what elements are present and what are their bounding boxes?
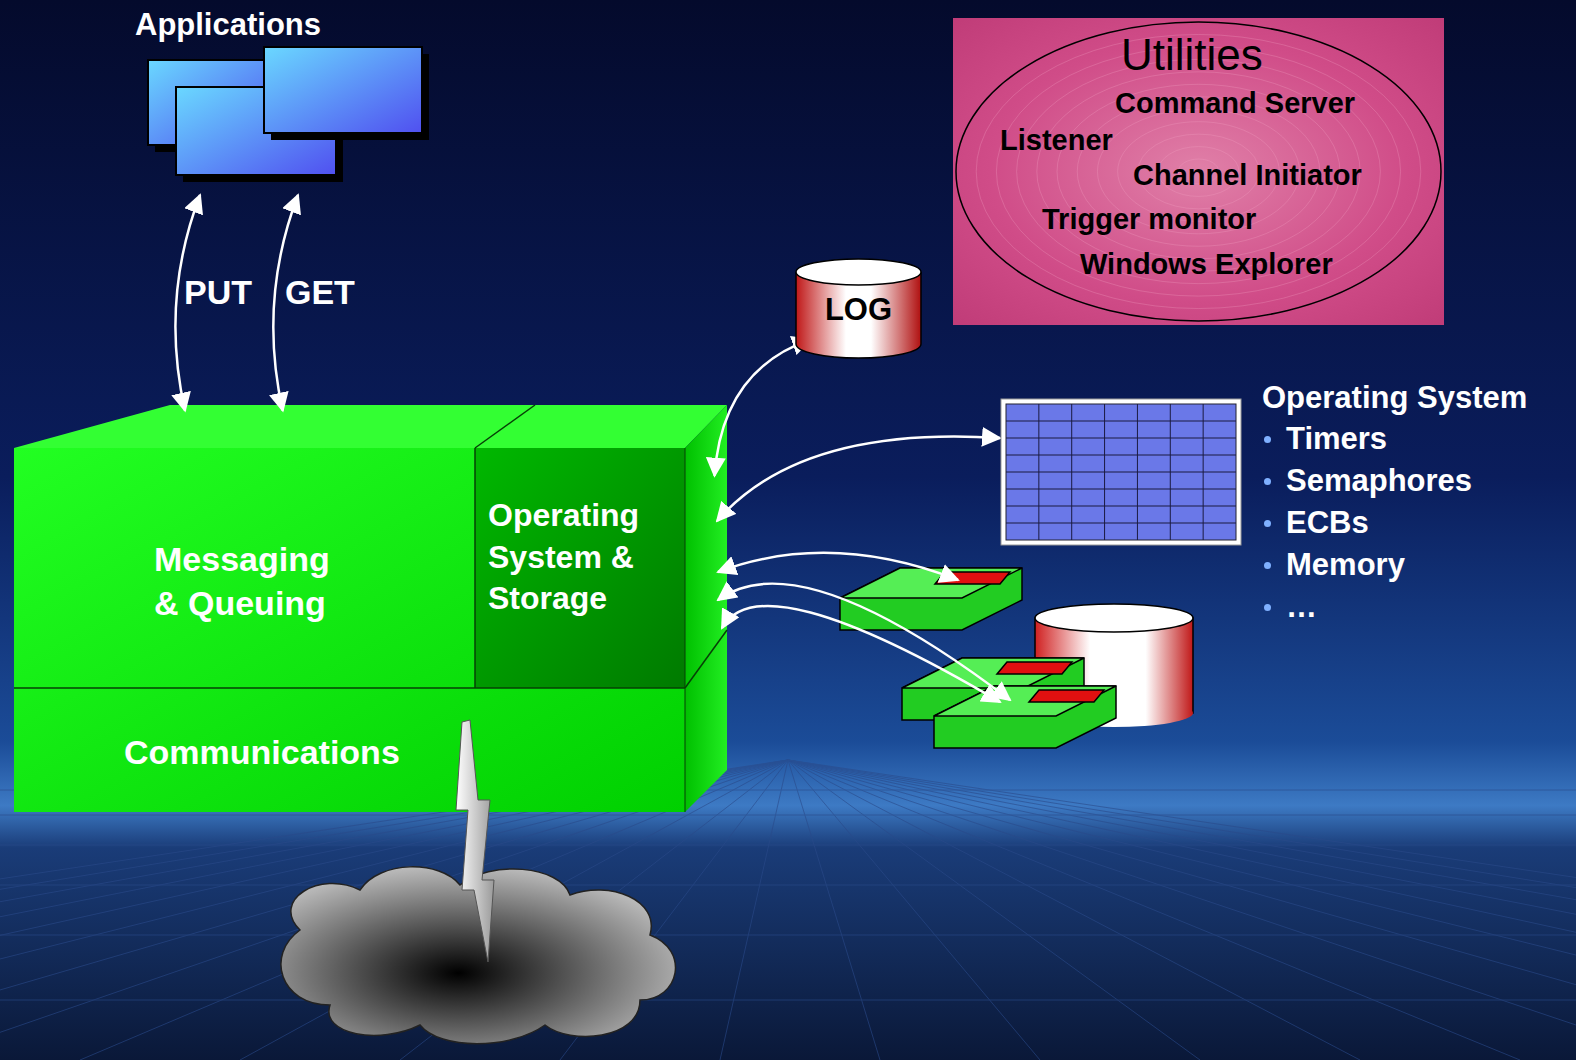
node-label: Operating System & Storage [488,495,663,620]
bullet-dot [1264,604,1271,611]
messaging-box: Messaging & Queuing [14,405,475,688]
node-label: Communications [124,730,400,774]
list-item: Listener [1000,122,1113,160]
grid-table [1000,398,1242,548]
list-item: Timers [1286,419,1387,459]
edge-label: PUT [184,270,252,314]
applications-group: Applications [130,5,440,195]
list-item: Semaphores [1286,461,1472,501]
list-item: Memory [1286,545,1405,585]
list-item: Channel Initiator [1133,157,1362,195]
node-label: Operating System [1262,378,1527,418]
connector-arrow [717,436,1000,521]
list-item: ECBs [1286,503,1369,543]
bullet-dot [1264,436,1271,443]
log-cylinder: LOG [795,258,922,360]
bullet-dot [1264,520,1271,527]
list-item: … [1286,587,1317,627]
utilities-ellipse: UtilitiesCommand ServerListenerChannel I… [953,18,1444,325]
bullet-dot [1264,562,1271,569]
communications-band: Communications [14,688,685,812]
node-label: Utilities [1121,26,1263,83]
group-heading: Applications [135,5,321,45]
connector-arrow [715,340,811,476]
os-resource-table: Operating SystemTimersSemaphoresECBsMemo… [1000,378,1566,628]
os-storage-box: Operating System & Storage [478,405,727,688]
list-item: Trigger monitor [1042,201,1256,239]
edge-label: GET [285,270,355,314]
bullet-dot [1264,478,1271,485]
list-item: Command Server [1115,85,1355,123]
list-item: Windows Explorer [1080,246,1333,284]
node-label: LOG [795,290,922,330]
node-label: Messaging & Queuing [154,537,344,625]
